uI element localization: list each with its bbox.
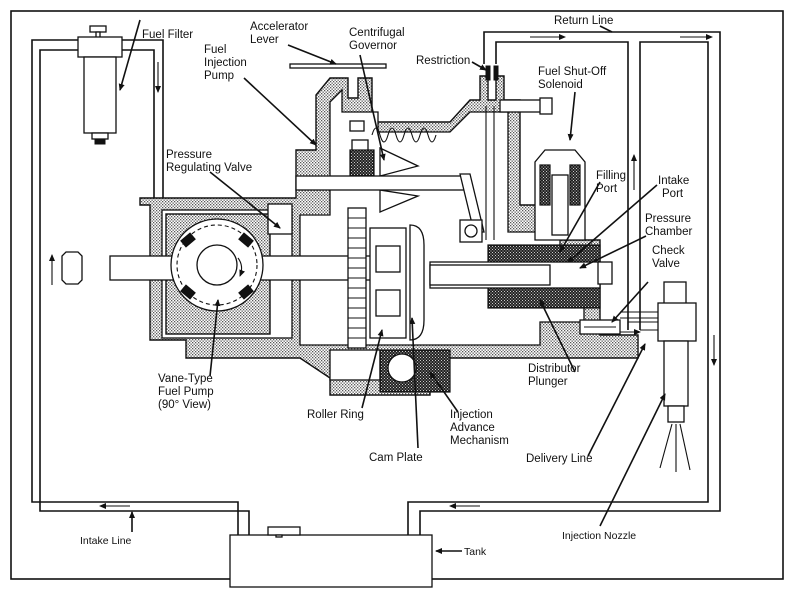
label-injection-nozzle: Injection Nozzle (562, 530, 636, 542)
label-centrifugal-governor: Centrifugal Governor (349, 27, 408, 52)
governor-linkage (459, 97, 553, 243)
injection-nozzle (620, 281, 697, 472)
fuel-shutoff-solenoid (534, 149, 586, 241)
accelerator-lever (289, 63, 387, 69)
cam-plate (409, 224, 425, 341)
fuel-tank (229, 526, 433, 588)
label-delivery-line: Delivery Line (526, 453, 592, 465)
shaft-fitting (61, 251, 83, 285)
label-fuel-injection-pump: Fuel Injection Pump (204, 44, 250, 82)
label-return-line: Return Line (554, 15, 613, 27)
fuel-filter (77, 25, 123, 145)
return-line (407, 31, 721, 535)
check-valve (579, 319, 621, 335)
label-distributor-plunger: Distributor Plunger (528, 363, 584, 388)
label-fuel-filter: Fuel Filter (142, 29, 193, 41)
label-accelerator-lever: Accelerator Lever (250, 21, 311, 46)
label-restriction: Restriction (416, 55, 470, 67)
pressure-regulating-valve (267, 203, 293, 235)
label-filling-port: Filling Port (596, 170, 629, 195)
label-check-valve: Check Valve (652, 245, 688, 270)
label-injection-advance-mechanism: Injection Advance Mechanism (450, 409, 509, 447)
leader-lines (118, 19, 666, 554)
label-intake-port: Intake Port (658, 175, 693, 200)
intake-line (31, 39, 250, 535)
roller-ring (369, 227, 407, 339)
label-fuel-shutoff-solenoid: Fuel Shut-Off Solenoid (538, 66, 609, 91)
label-roller-ring: Roller Ring (307, 409, 364, 421)
vane-type-fuel-pump (170, 218, 264, 312)
label-pressure-regulating-valve: Pressure Regulating Valve (166, 149, 252, 174)
label-vane-type-fuel-pump: Vane-Type Fuel Pump (90° View) (158, 373, 217, 411)
label-cam-plate: Cam Plate (369, 452, 423, 464)
label-intake-line: Intake Line (80, 535, 132, 547)
label-pressure-chamber: Pressure Chamber (645, 213, 694, 238)
centrifugal-governor (295, 120, 467, 213)
label-tank: Tank (464, 546, 487, 558)
distributor-plunger (429, 264, 551, 286)
restriction (485, 65, 499, 81)
